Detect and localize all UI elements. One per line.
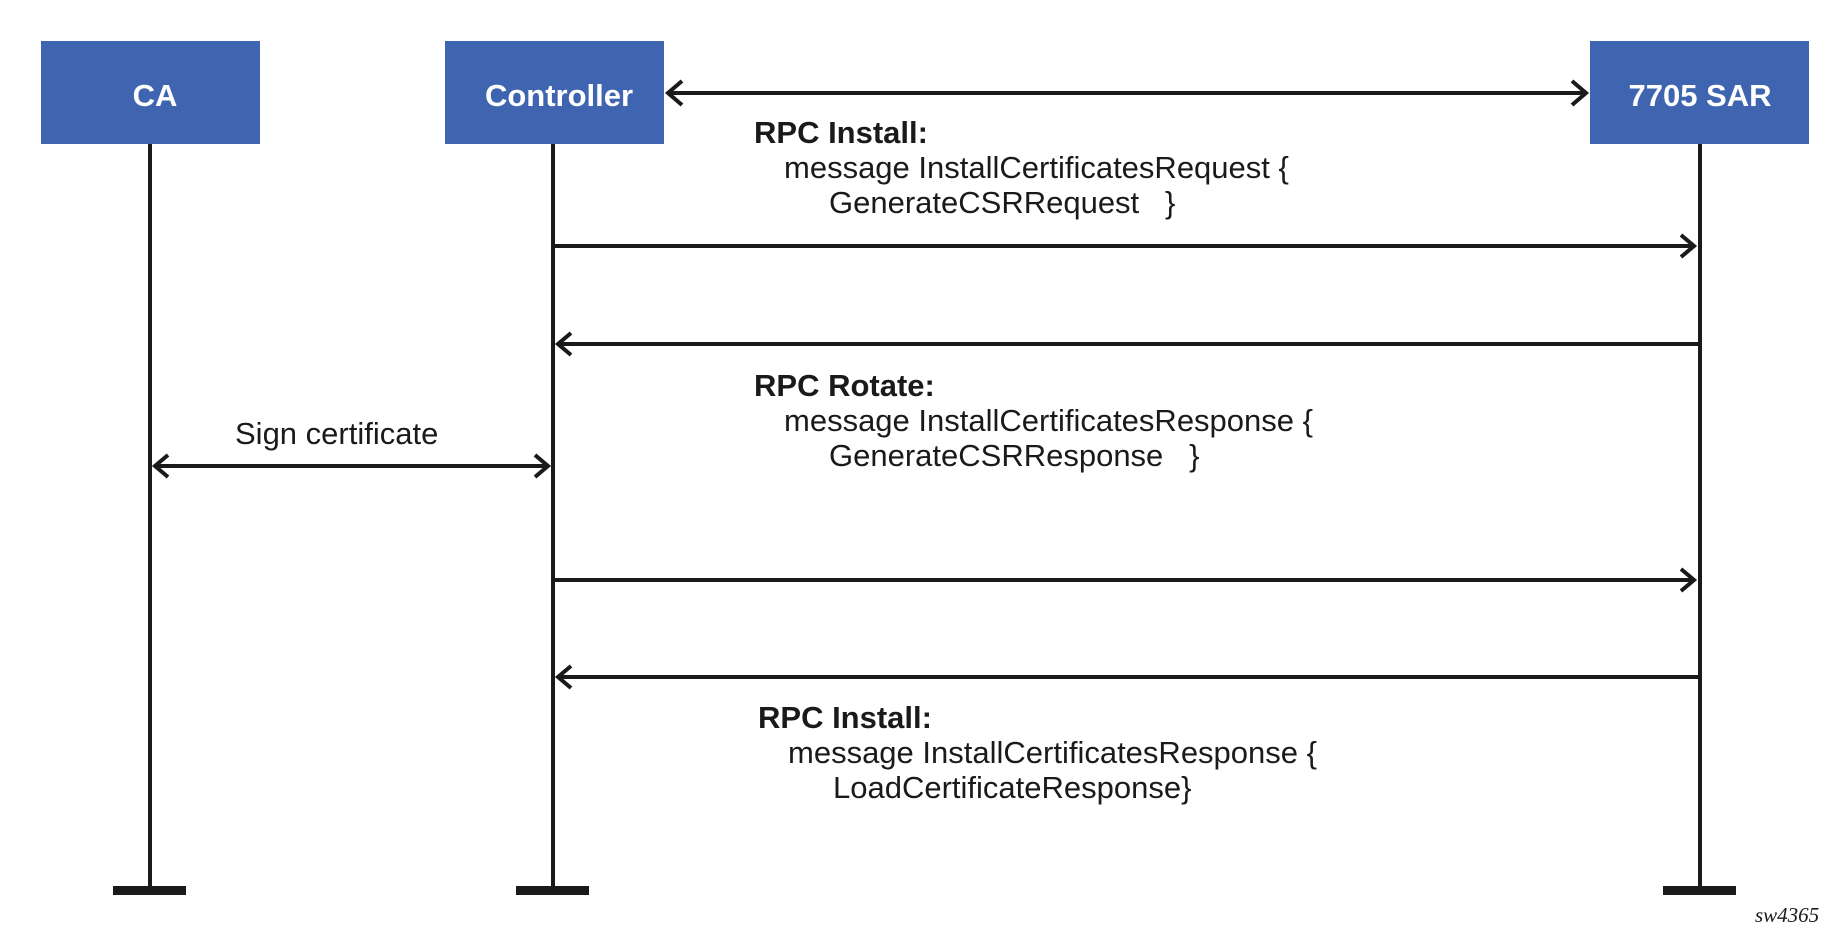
message-install-response: RPC Install: message InstallCertificates… — [758, 702, 1317, 807]
participant-sar-box — [1590, 41, 1809, 144]
lifeline-ca-end — [113, 886, 186, 895]
lifeline-sar-end — [1663, 886, 1736, 895]
arrow-controller-sar-bidirectional — [664, 79, 1590, 107]
participant-ca: CA — [41, 41, 260, 144]
participant-ca-box — [41, 41, 260, 144]
message-install-request-line1: message InstallCertificatesRequest { — [784, 150, 1289, 185]
participant-controller: Controller — [445, 41, 664, 144]
sign-certificate-label: Sign certificate — [235, 416, 439, 451]
message-install-request-line2: GenerateCSRRequest } — [829, 185, 1176, 220]
arrow-sign-certificate — [151, 453, 552, 479]
message-rotate-response-title: RPC Rotate: — [754, 368, 935, 403]
message-rotate-response: RPC Rotate: message InstallCertificatesR… — [754, 370, 1313, 475]
arrow-csr-response — [554, 331, 1700, 357]
message-install-request-title: RPC Install: — [754, 115, 928, 150]
lifeline-controller-end — [516, 886, 589, 895]
message-install-request: RPC Install: message InstallCertificates… — [754, 117, 1289, 222]
arrow-rotate-request — [553, 567, 1698, 593]
message-install-response-line1: message InstallCertificatesResponse { — [788, 735, 1317, 770]
participant-controller-label: Controller — [485, 78, 633, 113]
message-install-response-title: RPC Install: — [758, 700, 932, 735]
participant-controller-box — [445, 41, 664, 144]
arrow-install-request — [553, 233, 1698, 259]
participant-ca-label: CA — [133, 78, 178, 113]
participant-sar-label: 7705 SAR — [1628, 78, 1771, 113]
arrow-load-certificate-response — [554, 664, 1700, 690]
message-rotate-response-line1: message InstallCertificatesResponse { — [784, 403, 1313, 438]
message-install-response-line2: LoadCertificateResponse} — [833, 770, 1192, 805]
message-rotate-response-line2: GenerateCSRResponse } — [829, 438, 1200, 473]
figure-id: sw4365 — [1755, 903, 1820, 927]
participant-sar: 7705 SAR — [1590, 41, 1809, 144]
